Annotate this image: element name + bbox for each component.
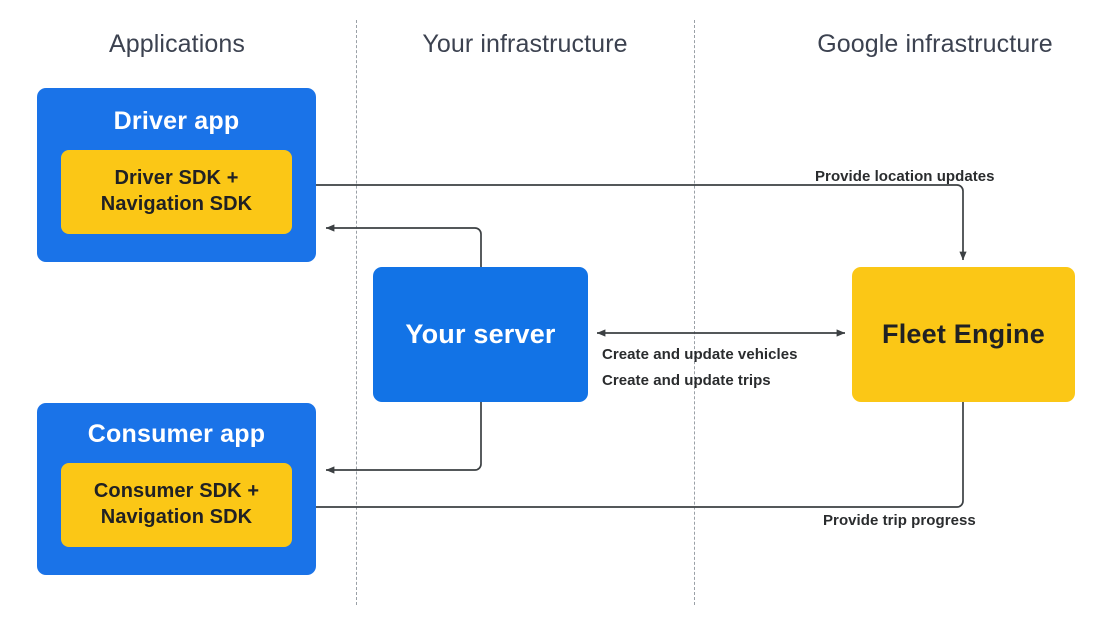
driver-app-title: Driver app <box>113 107 240 135</box>
edge-server-to-driver-app <box>325 224 482 267</box>
consumer-sdk-line-1: Consumer SDK + <box>93 480 260 503</box>
zone-label-applications: Applications <box>108 30 245 58</box>
driver-sdk-line-2: Navigation SDK <box>100 193 253 215</box>
edge-label-provide-location-updates: Provide location updates <box>815 168 995 185</box>
your-server-title: Your server <box>405 319 556 349</box>
edge-provide-location-updates <box>292 184 967 261</box>
edge-label-create-update-trips: Create and update trips <box>602 372 771 389</box>
zone-divider-left <box>356 20 357 605</box>
edge-label-provide-trip-progress: Provide trip progress <box>823 512 976 529</box>
node-driver-app[interactable]: Driver app Driver SDK + Navigation SDK <box>37 88 316 262</box>
edge-server-to-consumer-app <box>325 402 482 474</box>
edge-provide-trip-progress <box>301 402 964 511</box>
driver-sdk-line-1: Driver SDK + <box>114 167 239 190</box>
consumer-sdk-line-2: Navigation SDK <box>100 506 253 528</box>
fleet-engine-title: Fleet Engine <box>882 319 1045 349</box>
node-your-server[interactable]: Your server <box>373 267 588 402</box>
zone-label-google-infrastructure: Google infrastructure <box>817 30 1053 58</box>
zone-label-your-infrastructure: Your infrastructure <box>422 30 628 58</box>
node-fleet-engine[interactable]: Fleet Engine <box>852 267 1075 402</box>
consumer-sdk-box[interactable]: Consumer SDK + Navigation SDK <box>61 463 292 547</box>
node-consumer-app[interactable]: Consumer app Consumer SDK + Navigation S… <box>37 403 316 575</box>
driver-sdk-box[interactable]: Driver SDK + Navigation SDK <box>61 150 292 234</box>
edge-label-create-update-vehicles: Create and update vehicles <box>602 346 798 363</box>
consumer-app-title: Consumer app <box>87 420 266 448</box>
zone-divider-right <box>694 20 695 605</box>
